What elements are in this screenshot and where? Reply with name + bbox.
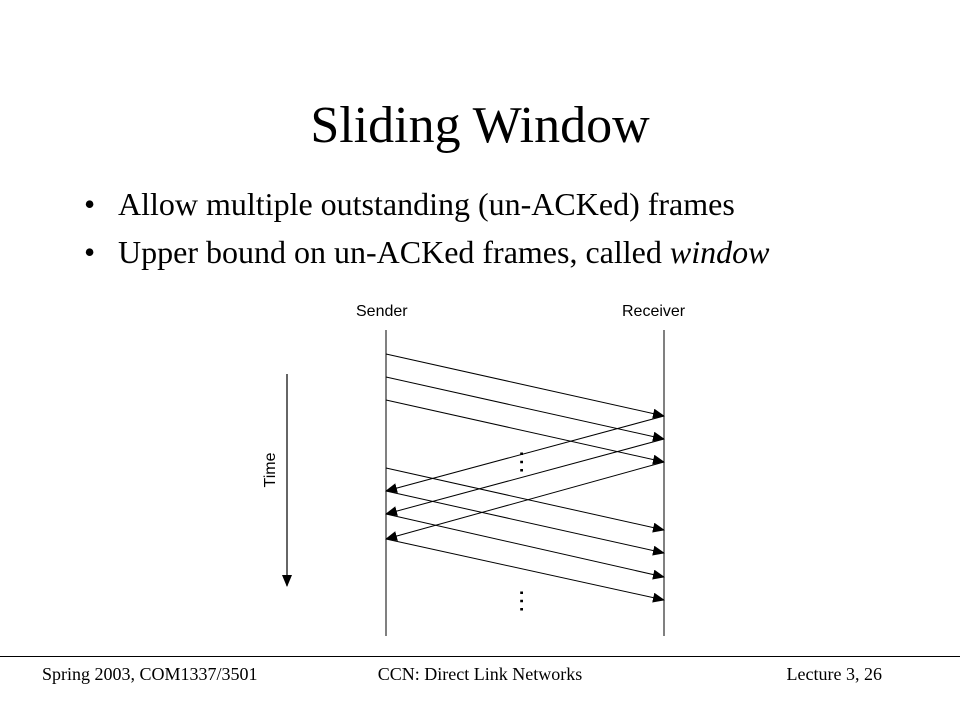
footer-divider [0, 656, 960, 657]
ellipsis-upper: … [499, 449, 529, 475]
data-frames-second-batch [385, 467, 665, 603]
slide-title: Sliding Window [310, 97, 650, 154]
data-frames-first-batch [385, 353, 665, 465]
bullet-text: Allow multiple outstanding (un-ACKed) fr… [118, 186, 735, 222]
bullet-marker: • [84, 186, 96, 222]
ack-arrow [385, 461, 665, 541]
bullet-list: • Allow multiple outstanding (un-ACKed) … [84, 180, 769, 276]
bullet-item-2: • Upper bound on un-ACKed frames, called… [84, 228, 769, 276]
data-frame-arrow [385, 513, 665, 580]
bullet-marker: • [84, 234, 96, 270]
data-frame-arrow [385, 490, 665, 556]
bullet-item-1: • Allow multiple outstanding (un-ACKed) … [84, 180, 769, 228]
data-frame-arrow [385, 538, 665, 603]
time-label: Time [262, 452, 279, 487]
footer-page: Lecture 3, 26 [786, 664, 882, 684]
data-frame-arrow [385, 376, 665, 442]
data-frame-arrow [385, 467, 665, 533]
ellipsis-lower: … [499, 588, 529, 614]
footer-topic: CCN: Direct Link Networks [377, 664, 583, 684]
sender-label: Sender [356, 303, 408, 320]
data-frame-arrow [385, 353, 665, 419]
bullet-text: Upper bound on un-ACKed frames, called [118, 234, 670, 270]
receiver-label: Receiver [622, 303, 686, 320]
bullet-italic-term: window [669, 234, 770, 270]
footer-course: Spring 2003, COM1337/3501 [42, 664, 258, 684]
